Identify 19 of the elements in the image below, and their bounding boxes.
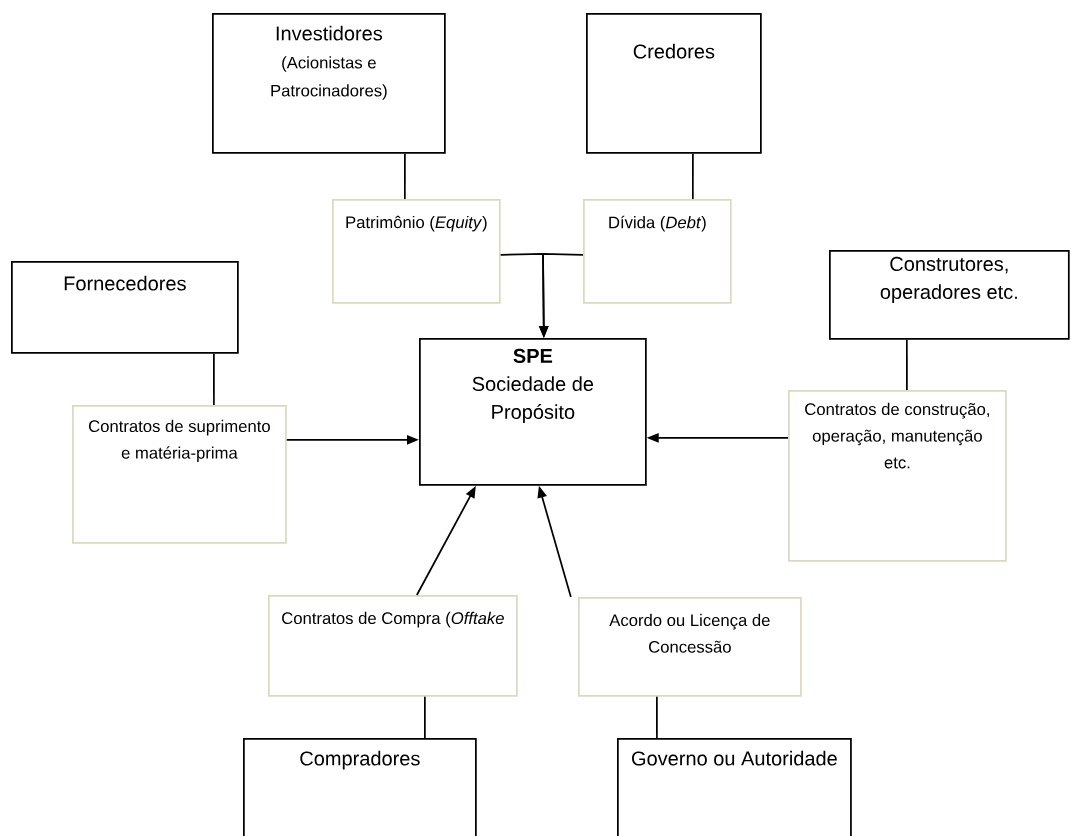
- party-box: Investidores (Acionistas e Patrocinadores): [212, 13, 446, 154]
- connector-line: [656, 695, 658, 739]
- connector-line: [905, 338, 908, 391]
- contract-box: Patrimônio (Equity): [332, 199, 501, 304]
- party-box: Compradores: [243, 738, 477, 836]
- party-box: Credores: [586, 13, 762, 154]
- party-box: Governo ou Autoridade: [617, 738, 852, 836]
- entity-box: SPE Sociedade de Propósito: [419, 338, 647, 486]
- connector-line: [424, 695, 426, 739]
- connector-line: [213, 352, 215, 406]
- connector-line: [403, 152, 406, 200]
- party-box: Fornecedores: [11, 261, 239, 354]
- contract-box: Contratos de Compra (Offtake: [268, 595, 518, 697]
- contract-box: Contratos de construção, operação, manutenção etc.: [788, 390, 1007, 562]
- party-box: Construtores, operadores etc.: [829, 250, 1070, 340]
- connector-line: [691, 152, 694, 200]
- contract-box: Acordo ou Licença de Concessão: [578, 597, 802, 697]
- contract-box: Dívida (Debt): [583, 199, 732, 304]
- contract-box: Contratos de suprimento e matéria-prima: [72, 405, 287, 544]
